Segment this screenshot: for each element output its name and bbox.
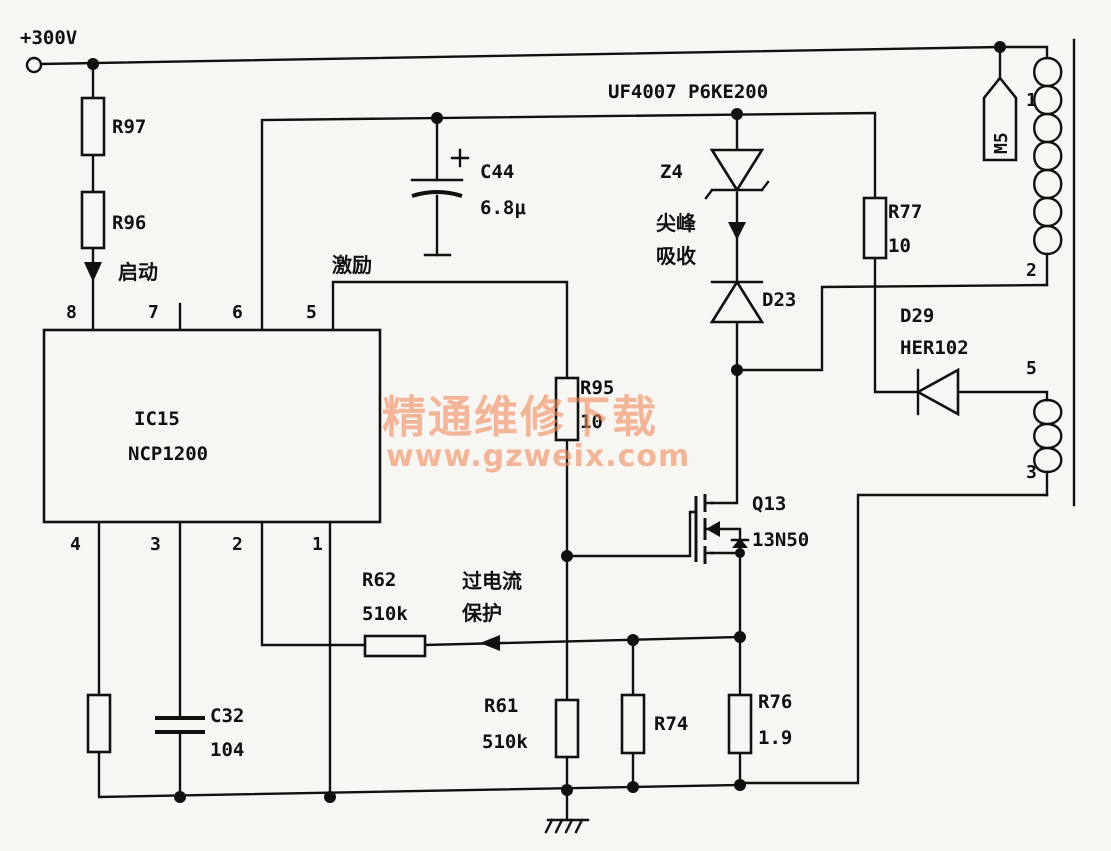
capacitor-c32 (155, 716, 205, 734)
c44-ref-label: C44 (480, 161, 514, 183)
resistor-r74 (620, 693, 646, 755)
pin-4-label: 4 (70, 534, 81, 555)
ic-body (42, 328, 382, 524)
r95-ref-label: R95 (580, 377, 614, 399)
ocp-arrow-icon (480, 635, 500, 651)
resistor-pin4 (86, 693, 112, 754)
pin-2-label: 2 (232, 534, 243, 555)
ic-ref-label: IC15 (134, 408, 180, 430)
m5-label: M5 (991, 132, 1012, 154)
z4-label: Z4 (660, 161, 683, 183)
q13-ref-label: Q13 (752, 493, 786, 515)
watermark-line1: 精通维修下载 (382, 392, 658, 443)
ic-part-label: NCP1200 (128, 443, 208, 465)
r95-value-label: 10 (580, 411, 603, 433)
watermark-line2: www.gzweix.com (386, 439, 690, 474)
resistor-r77 (862, 196, 888, 260)
junction-dots (87, 41, 1006, 803)
transformer-pin-3: 3 (1026, 462, 1037, 483)
q13-part-label: 13N50 (752, 529, 809, 551)
spike-label-2: 吸收 (656, 244, 696, 268)
mosfet-q13 (694, 494, 750, 564)
startup-label: 启动 (118, 260, 158, 284)
r77-ref-label: R77 (888, 201, 922, 223)
diode-parts-label: UF4007 P6KE200 (608, 81, 768, 103)
transformer-pin-2: 2 (1026, 260, 1037, 281)
pin-3-label: 3 (150, 534, 161, 555)
r96-label: R96 (112, 212, 146, 234)
ocp-label-1: 过电流 (462, 569, 522, 593)
pin-1-label: 1 (312, 534, 323, 555)
ocp-label-2: 保护 (461, 601, 502, 625)
pin-7-label: 7 (148, 302, 159, 323)
r77-value-label: 10 (888, 235, 911, 257)
r74-label: R74 (654, 713, 688, 735)
r62-value-label: 510k (362, 603, 408, 625)
diode-d29 (915, 367, 960, 417)
d29-part-label: HER102 (900, 337, 969, 359)
c32-value-label: 104 (210, 739, 244, 761)
pin-8-label: 8 (66, 302, 77, 323)
transformer-pin-5: 5 (1026, 358, 1037, 379)
r97-label: R97 (112, 116, 146, 138)
spike-label-1: 尖峰 (656, 211, 696, 235)
capacitor-c44 (410, 148, 470, 257)
r76-value-label: 1.9 (758, 727, 792, 749)
spike-arrow-icon (728, 222, 746, 240)
c44-value-label: 6.8μ (480, 197, 526, 219)
pin-5-label: 5 (306, 302, 317, 323)
r61-ref-label: R61 (484, 695, 518, 717)
diode-d23 (709, 279, 765, 324)
r62-ref-label: R62 (362, 569, 396, 591)
resistor-r61 (554, 698, 580, 759)
supply-terminal (25, 56, 43, 74)
resistor-r95 (554, 376, 580, 442)
tvs-diode-z4 (704, 148, 770, 200)
resistor-r62 (363, 634, 427, 658)
resistor-r97 (80, 96, 106, 157)
resistor-r76 (727, 693, 753, 755)
d29-ref-label: D29 (900, 305, 934, 327)
supply-label: +300V (20, 27, 77, 49)
resistor-r96 (80, 190, 106, 250)
startup-arrow-icon (84, 262, 102, 282)
transformer-pin-1: 1 (1026, 90, 1037, 111)
wires (39, 38, 1076, 834)
m5-tag (982, 75, 1018, 162)
c32-ref-label: C32 (210, 705, 244, 727)
pin-6-label: 6 (232, 302, 243, 323)
d23-label: D23 (762, 289, 796, 311)
r76-ref-label: R76 (758, 691, 792, 713)
r61-value-label: 510k (482, 731, 528, 753)
transformer-windings (1033, 56, 1063, 497)
drive-label: 激励 (332, 253, 372, 277)
